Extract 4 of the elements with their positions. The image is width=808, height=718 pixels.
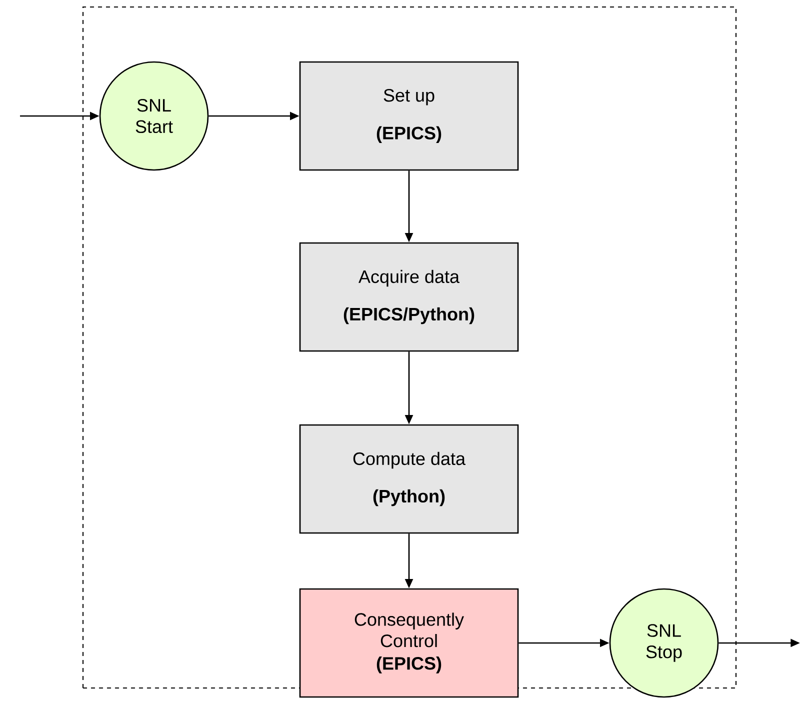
process-box: Set up (EPICS)	[299, 61, 519, 171]
control-box: Consequently Control (EPICS)	[299, 588, 519, 698]
process-box: Compute data (Python)	[299, 424, 519, 534]
process-box: Acquire data (EPICS/Python)	[299, 242, 519, 352]
